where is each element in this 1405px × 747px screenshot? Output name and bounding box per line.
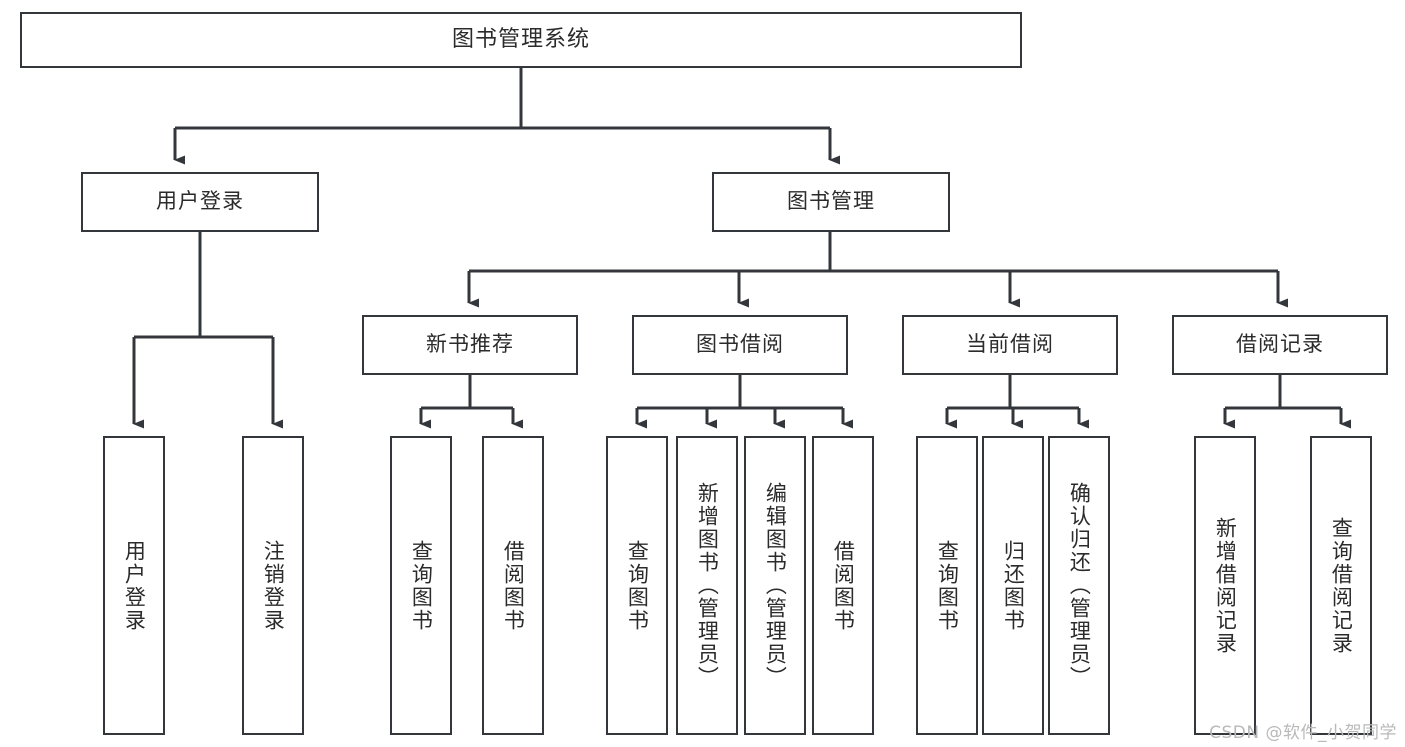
edge-new-book-recommend-to-leaves (419, 375, 523, 429)
node-current-borrow[interactable]: 当前借阅 (902, 315, 1118, 375)
node-leaf-query-book-3[interactable]: 查询图书 (916, 436, 978, 735)
node-label: 新书推荐 (426, 332, 514, 357)
node-leaf-edit-book[interactable]: 编辑图书（管理员） (744, 436, 806, 735)
node-label: 编辑图书（管理员） (763, 482, 788, 689)
node-label: 用户登录 (156, 189, 244, 214)
node-label: 查询图书 (409, 539, 434, 632)
node-leaf-add-record[interactable]: 新增借阅记录 (1194, 436, 1256, 735)
node-leaf-borrow-book-2[interactable]: 借阅图书 (812, 436, 874, 735)
node-label: 图书管理系统 (451, 26, 590, 52)
node-borrow-record[interactable]: 借阅记录 (1172, 315, 1388, 375)
node-leaf-user-login[interactable]: 用户登录 (103, 436, 165, 735)
node-leaf-add-book[interactable]: 新增图书（管理员） (676, 436, 738, 735)
node-label: 图书借阅 (696, 332, 784, 357)
node-label: 借阅图书 (831, 539, 856, 632)
node-leaf-return-book[interactable]: 归还图书 (982, 436, 1044, 735)
node-book-borrow[interactable]: 图书借阅 (632, 315, 848, 375)
edge-book-borrow-to-leaves (635, 375, 853, 429)
node-user-login[interactable]: 用户登录 (81, 172, 319, 232)
node-leaf-query-book-2[interactable]: 查询图书 (606, 436, 668, 735)
node-leaf-borrow-book-1[interactable]: 借阅图书 (482, 436, 544, 735)
node-label: 归还图书 (1001, 539, 1026, 632)
node-label: 注销登录 (261, 539, 286, 632)
edge-book-manage-to-level2 (467, 232, 1288, 308)
node-leaf-confirm-return[interactable]: 确认归还（管理员） (1048, 436, 1110, 735)
node-label: 用户登录 (122, 539, 147, 632)
node-label: 确认归还（管理员） (1067, 482, 1092, 689)
node-label: 借阅图书 (501, 539, 526, 632)
edge-user-login-to-leaves (132, 232, 283, 429)
node-label: 借阅记录 (1236, 332, 1324, 357)
node-label: 图书管理 (787, 189, 875, 214)
node-label: 当前借阅 (966, 332, 1054, 357)
node-label: 查询图书 (625, 539, 650, 632)
node-leaf-query-record[interactable]: 查询借阅记录 (1310, 436, 1372, 735)
node-label: 新增借阅记录 (1213, 516, 1238, 655)
node-root-system[interactable]: 图书管理系统 (20, 12, 1022, 68)
node-label: 查询借阅记录 (1329, 516, 1354, 655)
node-book-manage[interactable]: 图书管理 (712, 172, 950, 232)
node-label: 查询图书 (935, 539, 960, 632)
node-label: 新增图书（管理员） (695, 482, 720, 689)
edge-current-borrow-to-leaves (945, 375, 1089, 429)
node-leaf-query-book-1[interactable]: 查询图书 (390, 436, 452, 735)
edge-root-to-level1 (173, 68, 840, 165)
node-leaf-user-logout[interactable]: 注销登录 (242, 436, 304, 735)
node-new-book-recommend[interactable]: 新书推荐 (362, 315, 578, 375)
edge-borrow-record-to-leaves (1223, 375, 1351, 429)
